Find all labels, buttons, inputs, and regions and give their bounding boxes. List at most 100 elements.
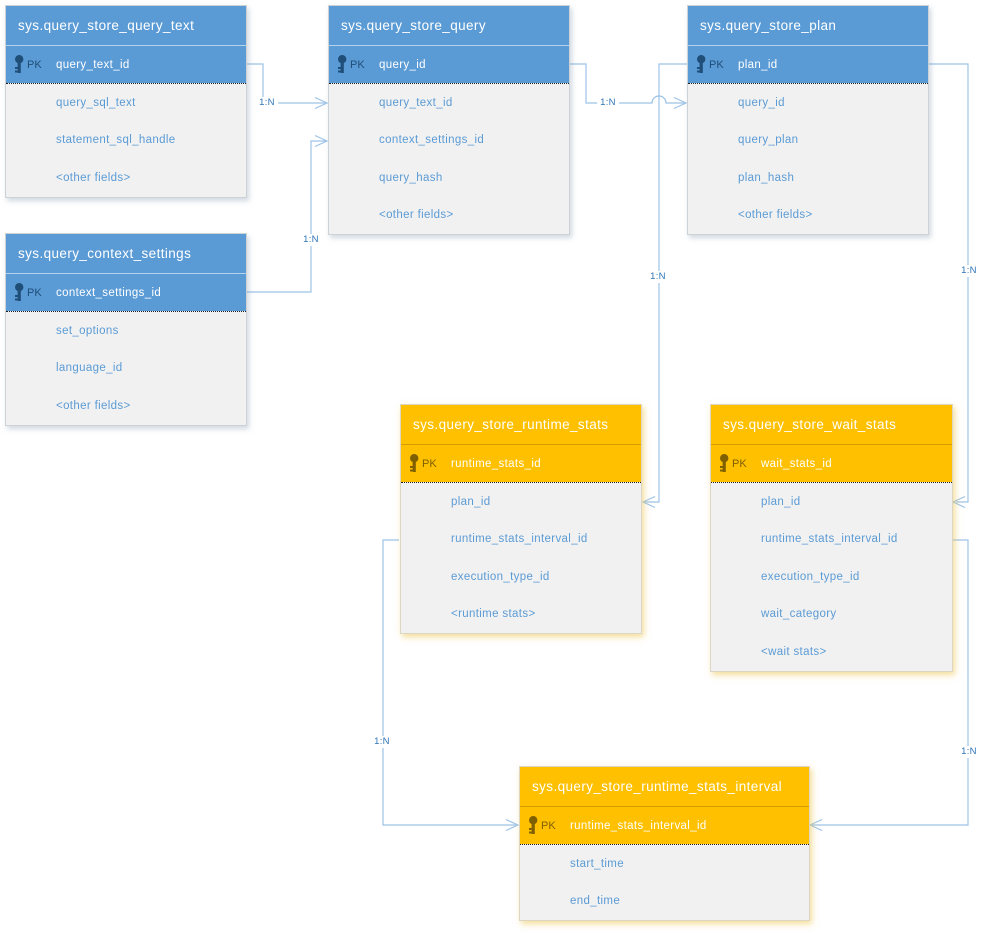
pk-label: PK bbox=[732, 457, 747, 470]
field-name: runtime_stats_interval_id bbox=[761, 533, 898, 546]
field-list: query_sql_text statement_sql_handle <oth… bbox=[6, 83, 246, 197]
field-name: query_text_id bbox=[379, 96, 453, 109]
entity-query-store-query-text[interactable]: sys.query_store_query_text PK query_text… bbox=[5, 5, 247, 198]
pk-field-name: context_settings_id bbox=[56, 286, 162, 299]
field-name: plan_id bbox=[451, 495, 491, 508]
cardinality-label: 1:N bbox=[371, 736, 393, 748]
entity-title: sys.query_store_plan bbox=[688, 6, 928, 46]
field-name: <other fields> bbox=[379, 209, 454, 222]
entity-query-context-settings[interactable]: sys.query_context_settings PK context_se… bbox=[5, 233, 247, 426]
connector-plan-to-wait-stats bbox=[928, 63, 969, 503]
field-name: wait_category bbox=[761, 608, 837, 621]
field-name: end_time bbox=[570, 895, 621, 908]
pk-field-name: plan_id bbox=[738, 58, 778, 71]
field-list: plan_id runtime_stats_interval_id execut… bbox=[401, 482, 641, 633]
field-name: plan_hash bbox=[738, 171, 795, 184]
pk-row: PK runtime_stats_id bbox=[401, 445, 641, 482]
field-name: execution_type_id bbox=[451, 570, 550, 583]
field-name: execution_type_id bbox=[761, 570, 860, 583]
entity-query-store-runtime-stats-interval[interactable]: sys.query_store_runtime_stats_interval P… bbox=[519, 766, 810, 921]
field-row: <wait stats> bbox=[711, 633, 952, 671]
connector-query-to-plan bbox=[569, 63, 684, 104]
field-list: query_text_id context_settings_id query_… bbox=[329, 83, 569, 234]
key-icon bbox=[528, 816, 539, 835]
pk-row: PK runtime_stats_interval_id bbox=[520, 807, 809, 844]
field-list: query_id query_plan plan_hash <other fie… bbox=[688, 83, 928, 234]
entity-query-store-runtime-stats[interactable]: sys.query_store_runtime_stats PK runtime… bbox=[400, 404, 642, 634]
field-name: language_id bbox=[56, 362, 123, 375]
field-list: set_options language_id <other fields> bbox=[6, 311, 246, 425]
key-icon bbox=[696, 55, 707, 74]
entity-title: sys.query_store_runtime_stats bbox=[401, 405, 641, 445]
field-row: set_options bbox=[6, 312, 246, 350]
field-row: query_sql_text bbox=[6, 84, 246, 122]
field-name: query_hash bbox=[379, 171, 443, 184]
field-row: plan_hash bbox=[688, 159, 928, 197]
connector-query-text-to-query bbox=[246, 63, 325, 104]
pk-field-name: query_id bbox=[379, 58, 426, 71]
pk-field-name: runtime_stats_id bbox=[451, 457, 541, 470]
key-icon bbox=[14, 55, 25, 74]
field-row: <runtime stats> bbox=[401, 596, 641, 634]
connector-runtime-stats-to-interval bbox=[382, 539, 516, 826]
entity-title: sys.query_store_wait_stats bbox=[711, 405, 952, 445]
cardinality-label: 1:N bbox=[647, 271, 669, 283]
field-name: query_plan bbox=[738, 134, 799, 147]
field-row: query_id bbox=[688, 84, 928, 122]
field-row: runtime_stats_interval_id bbox=[401, 521, 641, 559]
pk-field-name: wait_stats_id bbox=[761, 457, 833, 470]
entity-query-store-wait-stats[interactable]: sys.query_store_wait_stats PK wait_stats… bbox=[710, 404, 953, 672]
pk-label: PK bbox=[27, 58, 42, 71]
cardinality-label: 1:N bbox=[958, 265, 980, 277]
entity-query-store-plan[interactable]: sys.query_store_plan PK plan_id query_id… bbox=[687, 5, 929, 235]
field-row: execution_type_id bbox=[401, 558, 641, 596]
cardinality-label: 1:N bbox=[300, 234, 322, 246]
connector-context-settings-to-query bbox=[246, 140, 325, 293]
field-name: query_id bbox=[738, 96, 785, 109]
pk-label: PK bbox=[27, 286, 42, 299]
arrowhead-icon bbox=[314, 96, 329, 110]
pk-row: PK query_text_id bbox=[6, 46, 246, 83]
field-row: query_hash bbox=[329, 159, 569, 197]
field-row: context_settings_id bbox=[329, 122, 569, 160]
arrowhead-icon bbox=[505, 818, 520, 832]
pk-field-name: query_text_id bbox=[56, 58, 130, 71]
cardinality-label: 1:N bbox=[958, 746, 980, 758]
pk-row: PK context_settings_id bbox=[6, 274, 246, 311]
field-row: <other fields> bbox=[688, 197, 928, 235]
entity-title: sys.query_store_query_text bbox=[6, 6, 246, 46]
pk-row: PK query_id bbox=[329, 46, 569, 83]
field-row: statement_sql_handle bbox=[6, 122, 246, 160]
field-name: <other fields> bbox=[56, 399, 131, 412]
pk-label: PK bbox=[709, 58, 724, 71]
field-list: plan_id runtime_stats_interval_id execut… bbox=[711, 482, 952, 671]
field-row: <other fields> bbox=[6, 159, 246, 197]
pk-row: PK wait_stats_id bbox=[711, 445, 952, 482]
field-name: <other fields> bbox=[56, 171, 131, 184]
arrowhead-icon bbox=[641, 495, 656, 509]
arrowhead-icon bbox=[951, 495, 966, 509]
field-row: runtime_stats_interval_id bbox=[711, 521, 952, 559]
field-row: wait_category bbox=[711, 596, 952, 634]
arrowhead-icon bbox=[314, 134, 329, 148]
field-name: <wait stats> bbox=[761, 645, 827, 658]
field-row: language_id bbox=[6, 350, 246, 388]
field-name: query_sql_text bbox=[56, 96, 136, 109]
field-name: plan_id bbox=[761, 495, 801, 508]
pk-field-name: runtime_stats_interval_id bbox=[570, 819, 707, 832]
entity-query-store-query[interactable]: sys.query_store_query PK query_id query_… bbox=[328, 5, 570, 235]
cardinality-label: 1:N bbox=[597, 97, 619, 109]
pk-label: PK bbox=[541, 819, 556, 832]
field-name: <runtime stats> bbox=[451, 608, 536, 621]
key-icon bbox=[14, 283, 25, 302]
cardinality-label: 1:N bbox=[256, 97, 278, 109]
entity-title: sys.query_store_query bbox=[329, 6, 569, 46]
key-icon bbox=[409, 454, 420, 473]
field-list: start_time end_time bbox=[520, 844, 809, 920]
arrowhead-icon bbox=[808, 818, 823, 832]
field-name: <other fields> bbox=[738, 209, 813, 222]
key-icon bbox=[337, 55, 348, 74]
field-name: set_options bbox=[56, 324, 119, 337]
